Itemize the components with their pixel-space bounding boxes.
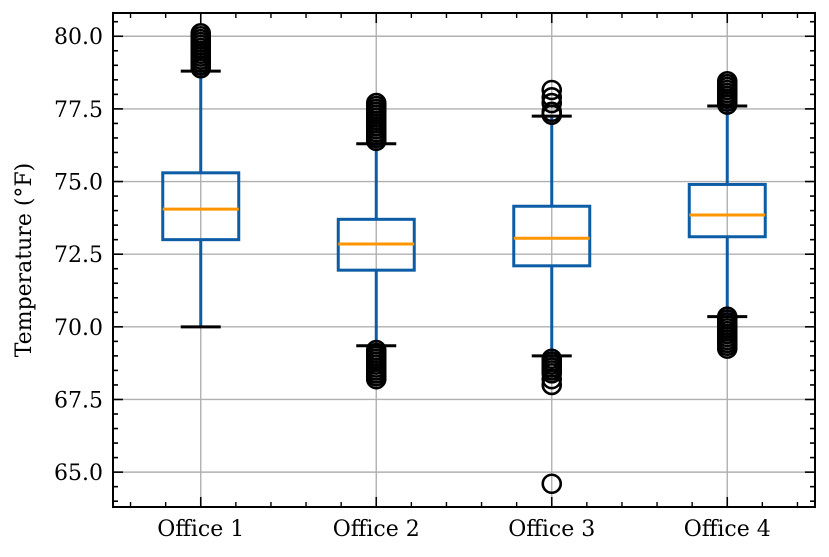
outlier-point	[541, 101, 563, 123]
outlier-point	[716, 306, 738, 327]
outlier-point	[541, 348, 563, 370]
x-tick-label: Office 2	[333, 517, 420, 542]
y-tick-label: 67.5	[54, 388, 103, 413]
y-tick-label: 72.5	[54, 243, 103, 268]
box-group	[336, 92, 416, 390]
outlier-point	[541, 473, 563, 495]
frame-layer	[112, 12, 816, 508]
outlier-point	[541, 79, 563, 101]
box-iqr	[161, 171, 241, 242]
box-group	[161, 23, 241, 329]
y-tick-label: 75.0	[54, 171, 103, 196]
outlier-point	[541, 92, 563, 114]
outlier-point	[541, 86, 563, 108]
y-tick-label: 77.5	[54, 98, 103, 123]
y-tick-label: 80.0	[54, 25, 103, 50]
outlier-point	[365, 92, 387, 114]
box-group	[512, 79, 592, 495]
box-iqr	[512, 204, 592, 268]
plot-frame	[112, 12, 816, 508]
y-axis-label: Temperature (°F)	[12, 163, 37, 358]
outlier-point	[190, 23, 212, 44]
box-iqr	[687, 182, 767, 239]
x-tick-label: Office 4	[684, 517, 771, 542]
box-group	[687, 70, 767, 359]
x-tick-label: Office 3	[508, 517, 595, 542]
box-layer	[161, 23, 767, 495]
grid-layer	[113, 13, 815, 507]
y-tick-label: 65.0	[54, 461, 103, 486]
x-tick-label: Office 1	[157, 517, 244, 542]
outlier-point	[365, 339, 387, 361]
outlier-point	[716, 70, 738, 92]
y-tick-label: 70.0	[54, 316, 103, 341]
